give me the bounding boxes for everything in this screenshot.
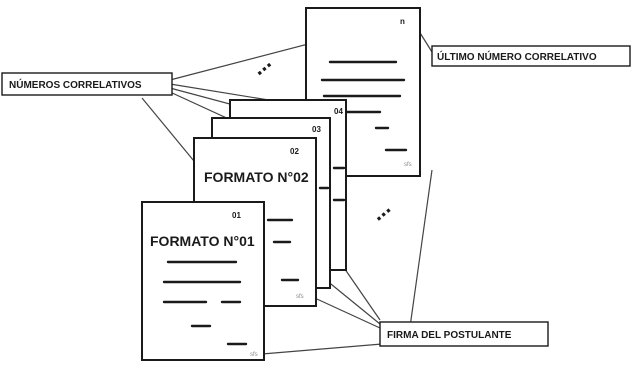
page-number-02: 02: [290, 147, 299, 156]
page-number-n: n: [400, 17, 405, 26]
page-title-02: FORMATO N°02: [204, 169, 309, 185]
signature-n: sfs: [404, 162, 412, 168]
signature-01: sfs: [250, 352, 258, 358]
page-number-04: 04: [334, 107, 343, 116]
ellipsis-bottom: ...: [365, 195, 395, 226]
applicant-signature-text: FIRMA DEL POSTULANTE: [387, 330, 512, 341]
correlative-numbers-text: NÚMEROS CORRELATIVOS: [9, 78, 142, 91]
label-correlative-numbers: NÚMEROS CORRELATIVOS: [1, 72, 173, 96]
page-01: 01 FORMATO N°01 sfs: [141, 201, 265, 361]
page-title-01: FORMATO N°01: [150, 233, 255, 249]
signature-02: sfs: [296, 294, 304, 300]
page-number-01: 01: [232, 211, 241, 220]
label-last-correlative: ÚLTIMO NÚMERO CORRELATIVO: [431, 45, 631, 67]
page-number-03: 03: [312, 125, 321, 134]
last-correlative-text: ÚLTIMO NÚMERO CORRELATIVO: [437, 50, 597, 63]
label-applicant-signature: FIRMA DEL POSTULANTE: [379, 321, 549, 347]
